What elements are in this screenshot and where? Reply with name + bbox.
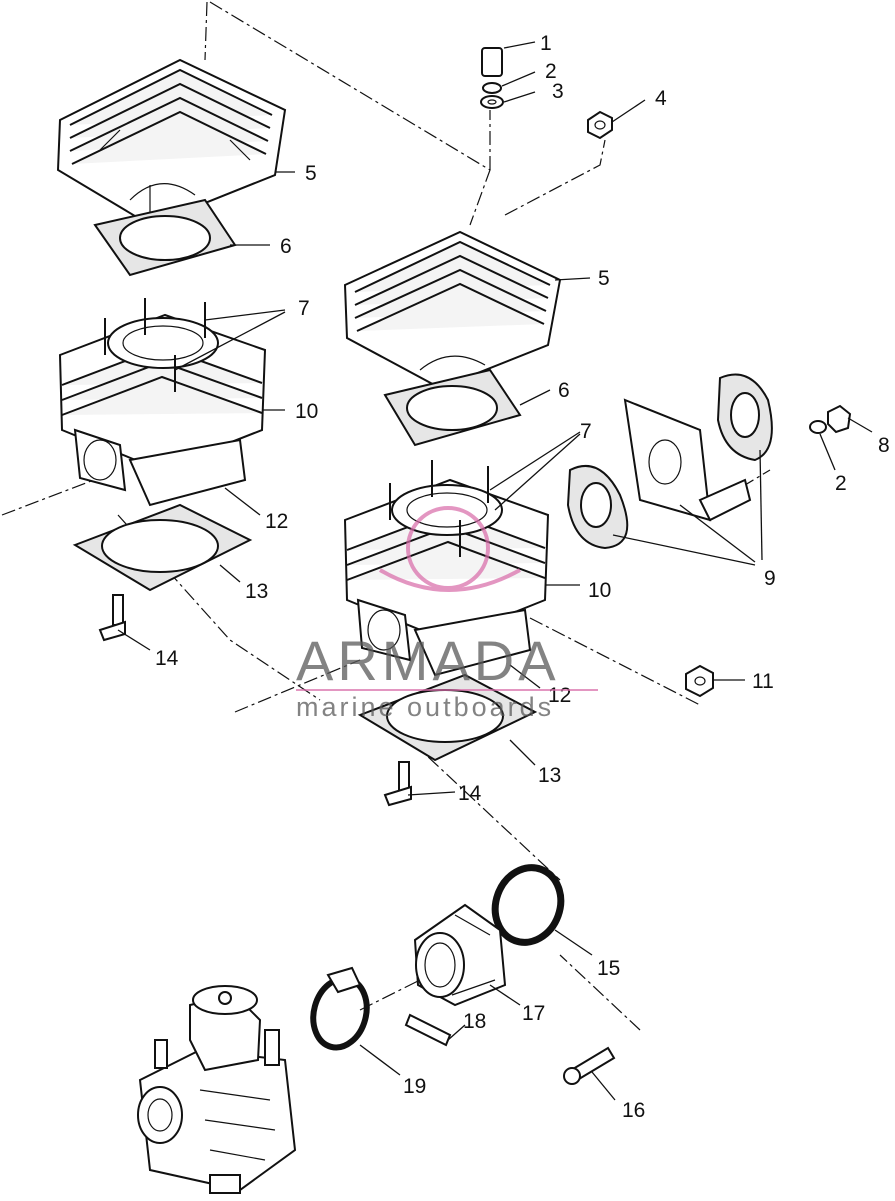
cylinder-left xyxy=(58,298,267,507)
callout-4: 4 xyxy=(655,87,667,110)
callout-14-right: 14 xyxy=(458,782,482,805)
callout-16: 16 xyxy=(622,1099,645,1122)
base-gasket-left xyxy=(72,503,253,592)
callout-19: 19 xyxy=(403,1075,426,1098)
head-gasket-left xyxy=(93,198,237,277)
callout-5-left: 5 xyxy=(305,162,317,185)
callout-7-left: 7 xyxy=(298,297,310,320)
watermark-tagline: marine outboards xyxy=(296,692,554,722)
callout-18: 18 xyxy=(463,1010,486,1033)
callout-3: 3 xyxy=(552,80,564,103)
callout-12-left: 12 xyxy=(265,510,288,533)
watermark: ARMADA marine outboards xyxy=(296,506,598,722)
callout-6-right: 6 xyxy=(558,379,570,402)
carburetor xyxy=(137,985,297,1194)
callout-6-left: 6 xyxy=(280,235,292,258)
head-gasket-right xyxy=(383,368,522,447)
exhaust-gaskets-and-bracket xyxy=(566,373,773,550)
callout-15: 15 xyxy=(597,957,620,980)
screws xyxy=(404,1013,616,1085)
callout-numbers: 1 2 3 4 5 6 7 10 12 13 14 5 6 7 8 2 9 10… xyxy=(155,32,890,1122)
nut-and-washer-right xyxy=(809,404,852,434)
callout-10-right: 10 xyxy=(588,579,611,602)
callout-8: 8 xyxy=(878,434,890,457)
fitting-left xyxy=(98,594,126,642)
intake-manifold xyxy=(413,903,507,1007)
callout-13-left: 13 xyxy=(245,580,268,603)
callout-7-right: 7 xyxy=(580,420,592,443)
cylinder-head-left xyxy=(56,58,287,227)
watermark-logo-icon xyxy=(378,506,521,592)
callout-1: 1 xyxy=(540,32,552,55)
callout-9: 9 xyxy=(764,567,776,590)
hose-clamp xyxy=(310,966,370,1051)
callout-13-right: 13 xyxy=(538,764,561,787)
cylinder-head-right xyxy=(343,230,562,390)
callout-5-right: 5 xyxy=(598,267,610,290)
nut-11 xyxy=(685,664,714,698)
callout-14-left: 14 xyxy=(155,647,179,670)
hardware-top xyxy=(480,47,613,140)
base-gasket-right xyxy=(357,673,538,762)
sealing-ring xyxy=(491,864,565,946)
callout-10-left: 10 xyxy=(295,400,318,423)
callout-11: 11 xyxy=(752,670,774,693)
watermark-brand: ARMADA xyxy=(296,629,560,692)
leader-lines xyxy=(117,41,873,1101)
callout-17: 17 xyxy=(522,1002,545,1025)
callout-2: 2 xyxy=(545,60,557,83)
fitting-right xyxy=(383,761,412,807)
callout-2-right: 2 xyxy=(835,472,847,495)
